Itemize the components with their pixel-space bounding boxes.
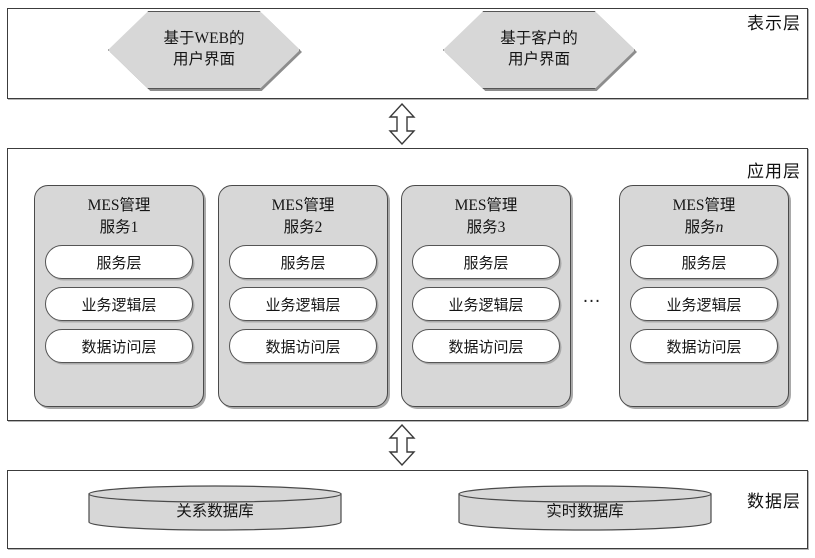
sublayer-data-access[interactable]: 数据访问层 bbox=[412, 329, 560, 364]
mes-service-module-3[interactable]: MES管理 服务3 服务层 业务逻辑层 数据访问层 bbox=[401, 185, 571, 407]
module-1-title-line1: MES管理 bbox=[87, 197, 151, 214]
sublayer-service[interactable]: 服务层 bbox=[412, 245, 560, 280]
module-2-title-line1: MES管理 bbox=[271, 197, 335, 214]
module-n-index: n bbox=[715, 218, 724, 236]
sublayer-data-access[interactable]: 数据访问层 bbox=[229, 329, 377, 364]
module-3-index: 3 bbox=[497, 218, 506, 236]
sublayer-service[interactable]: 服务层 bbox=[229, 245, 377, 280]
client-ui-line-2: 用户界面 bbox=[507, 51, 570, 68]
module-n-title: MES管理 服务n bbox=[673, 195, 736, 238]
web-ui-line-2: 用户界面 bbox=[172, 51, 235, 68]
mes-service-module-1[interactable]: MES管理 服务1 服务层 业务逻辑层 数据访问层 bbox=[34, 185, 204, 407]
module-2-title-prefix: 服务 bbox=[283, 218, 315, 236]
sublayer-data-access[interactable]: 数据访问层 bbox=[630, 329, 778, 364]
double-arrow-vertical-icon bbox=[388, 424, 416, 466]
module-1-title: MES管理 服务1 bbox=[88, 195, 151, 238]
database-cylinder-icon bbox=[458, 485, 712, 531]
mes-service-module-2[interactable]: MES管理 服务2 服务层 业务逻辑层 数据访问层 bbox=[218, 185, 388, 407]
sublayer-business-logic[interactable]: 业务逻辑层 bbox=[630, 287, 778, 322]
sublayer-service[interactable]: 服务层 bbox=[630, 245, 778, 280]
sublayer-business-logic[interactable]: 业务逻辑层 bbox=[229, 287, 377, 322]
module-1-title-line2: 服务1 bbox=[88, 217, 151, 239]
module-3-title-prefix: 服务 bbox=[466, 218, 498, 236]
module-2-index: 2 bbox=[314, 218, 323, 236]
module-3-title: MES管理 服务3 bbox=[455, 195, 518, 238]
realtime-database-node[interactable]: 实时数据库 bbox=[458, 485, 712, 531]
data-layer-label: 数据层 bbox=[747, 492, 801, 511]
sublayer-data-access[interactable]: 数据访问层 bbox=[45, 329, 193, 364]
sublayer-business-logic[interactable]: 业务逻辑层 bbox=[412, 287, 560, 322]
module-n-title-line1: MES管理 bbox=[672, 197, 736, 214]
module-3-sublayers: 服务层 业务逻辑层 数据访问层 bbox=[402, 245, 570, 364]
module-n-title-prefix: 服务 bbox=[684, 218, 716, 236]
module-1-title-prefix: 服务 bbox=[99, 218, 131, 236]
presentation-layer-label: 表示层 bbox=[747, 14, 801, 33]
hexagon-shape: 基于客户的 用户界面 bbox=[443, 11, 635, 89]
module-2-title: MES管理 服务2 bbox=[272, 195, 335, 238]
module-1-index: 1 bbox=[130, 218, 139, 236]
relational-database-node[interactable]: 关系数据库 bbox=[88, 485, 342, 531]
application-layer-label: 应用层 bbox=[747, 162, 801, 181]
modules-ellipsis: … bbox=[582, 286, 603, 307]
module-n-title-line2: 服务n bbox=[673, 217, 736, 239]
module-n-sublayers: 服务层 业务逻辑层 数据访问层 bbox=[620, 245, 788, 364]
hexagon-shape: 基于WEB的 用户界面 bbox=[108, 11, 300, 89]
mes-service-module-n[interactable]: MES管理 服务n 服务层 业务逻辑层 数据访问层 bbox=[619, 185, 789, 407]
module-2-title-line2: 服务2 bbox=[272, 217, 335, 239]
module-3-title-line1: MES管理 bbox=[454, 197, 518, 214]
sublayer-business-logic[interactable]: 业务逻辑层 bbox=[45, 287, 193, 322]
sublayer-service[interactable]: 服务层 bbox=[45, 245, 193, 280]
module-3-title-line2: 服务3 bbox=[455, 217, 518, 239]
module-1-sublayers: 服务层 业务逻辑层 数据访问层 bbox=[35, 245, 203, 364]
web-ui-line-1: 基于WEB的 bbox=[163, 30, 245, 48]
module-2-sublayers: 服务层 业务逻辑层 数据访问层 bbox=[219, 245, 387, 364]
double-arrow-vertical-icon bbox=[388, 103, 416, 145]
database-cylinder-icon bbox=[88, 485, 342, 531]
client-ui-line-1: 基于客户的 bbox=[500, 30, 578, 48]
